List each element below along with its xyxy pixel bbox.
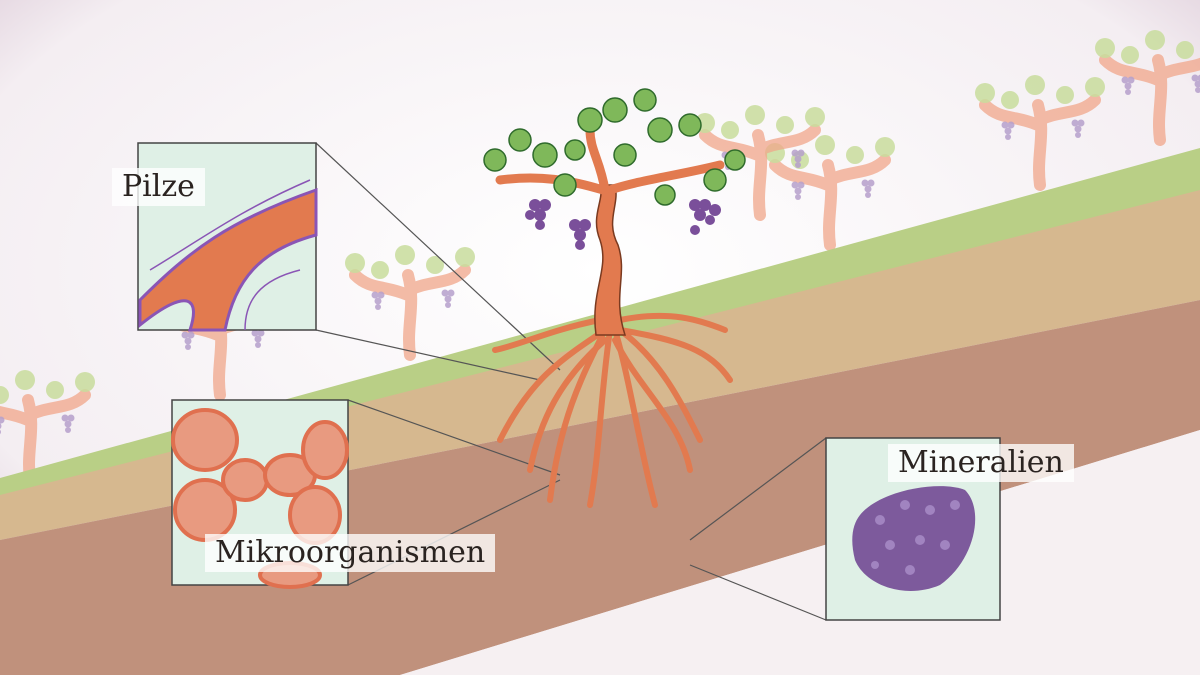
microorganisms-inset — [171, 399, 349, 589]
grape-clusters — [525, 199, 721, 250]
fungi-label: Pilze — [112, 168, 205, 206]
grapevine — [483, 88, 746, 508]
pointer-lines — [315, 142, 827, 621]
microorganisms-label: Mikroorganismen — [205, 534, 496, 572]
roots — [492, 312, 733, 508]
leaves — [483, 88, 746, 206]
minerals-label: Mineralien — [888, 444, 1074, 482]
branches — [495, 125, 725, 195]
